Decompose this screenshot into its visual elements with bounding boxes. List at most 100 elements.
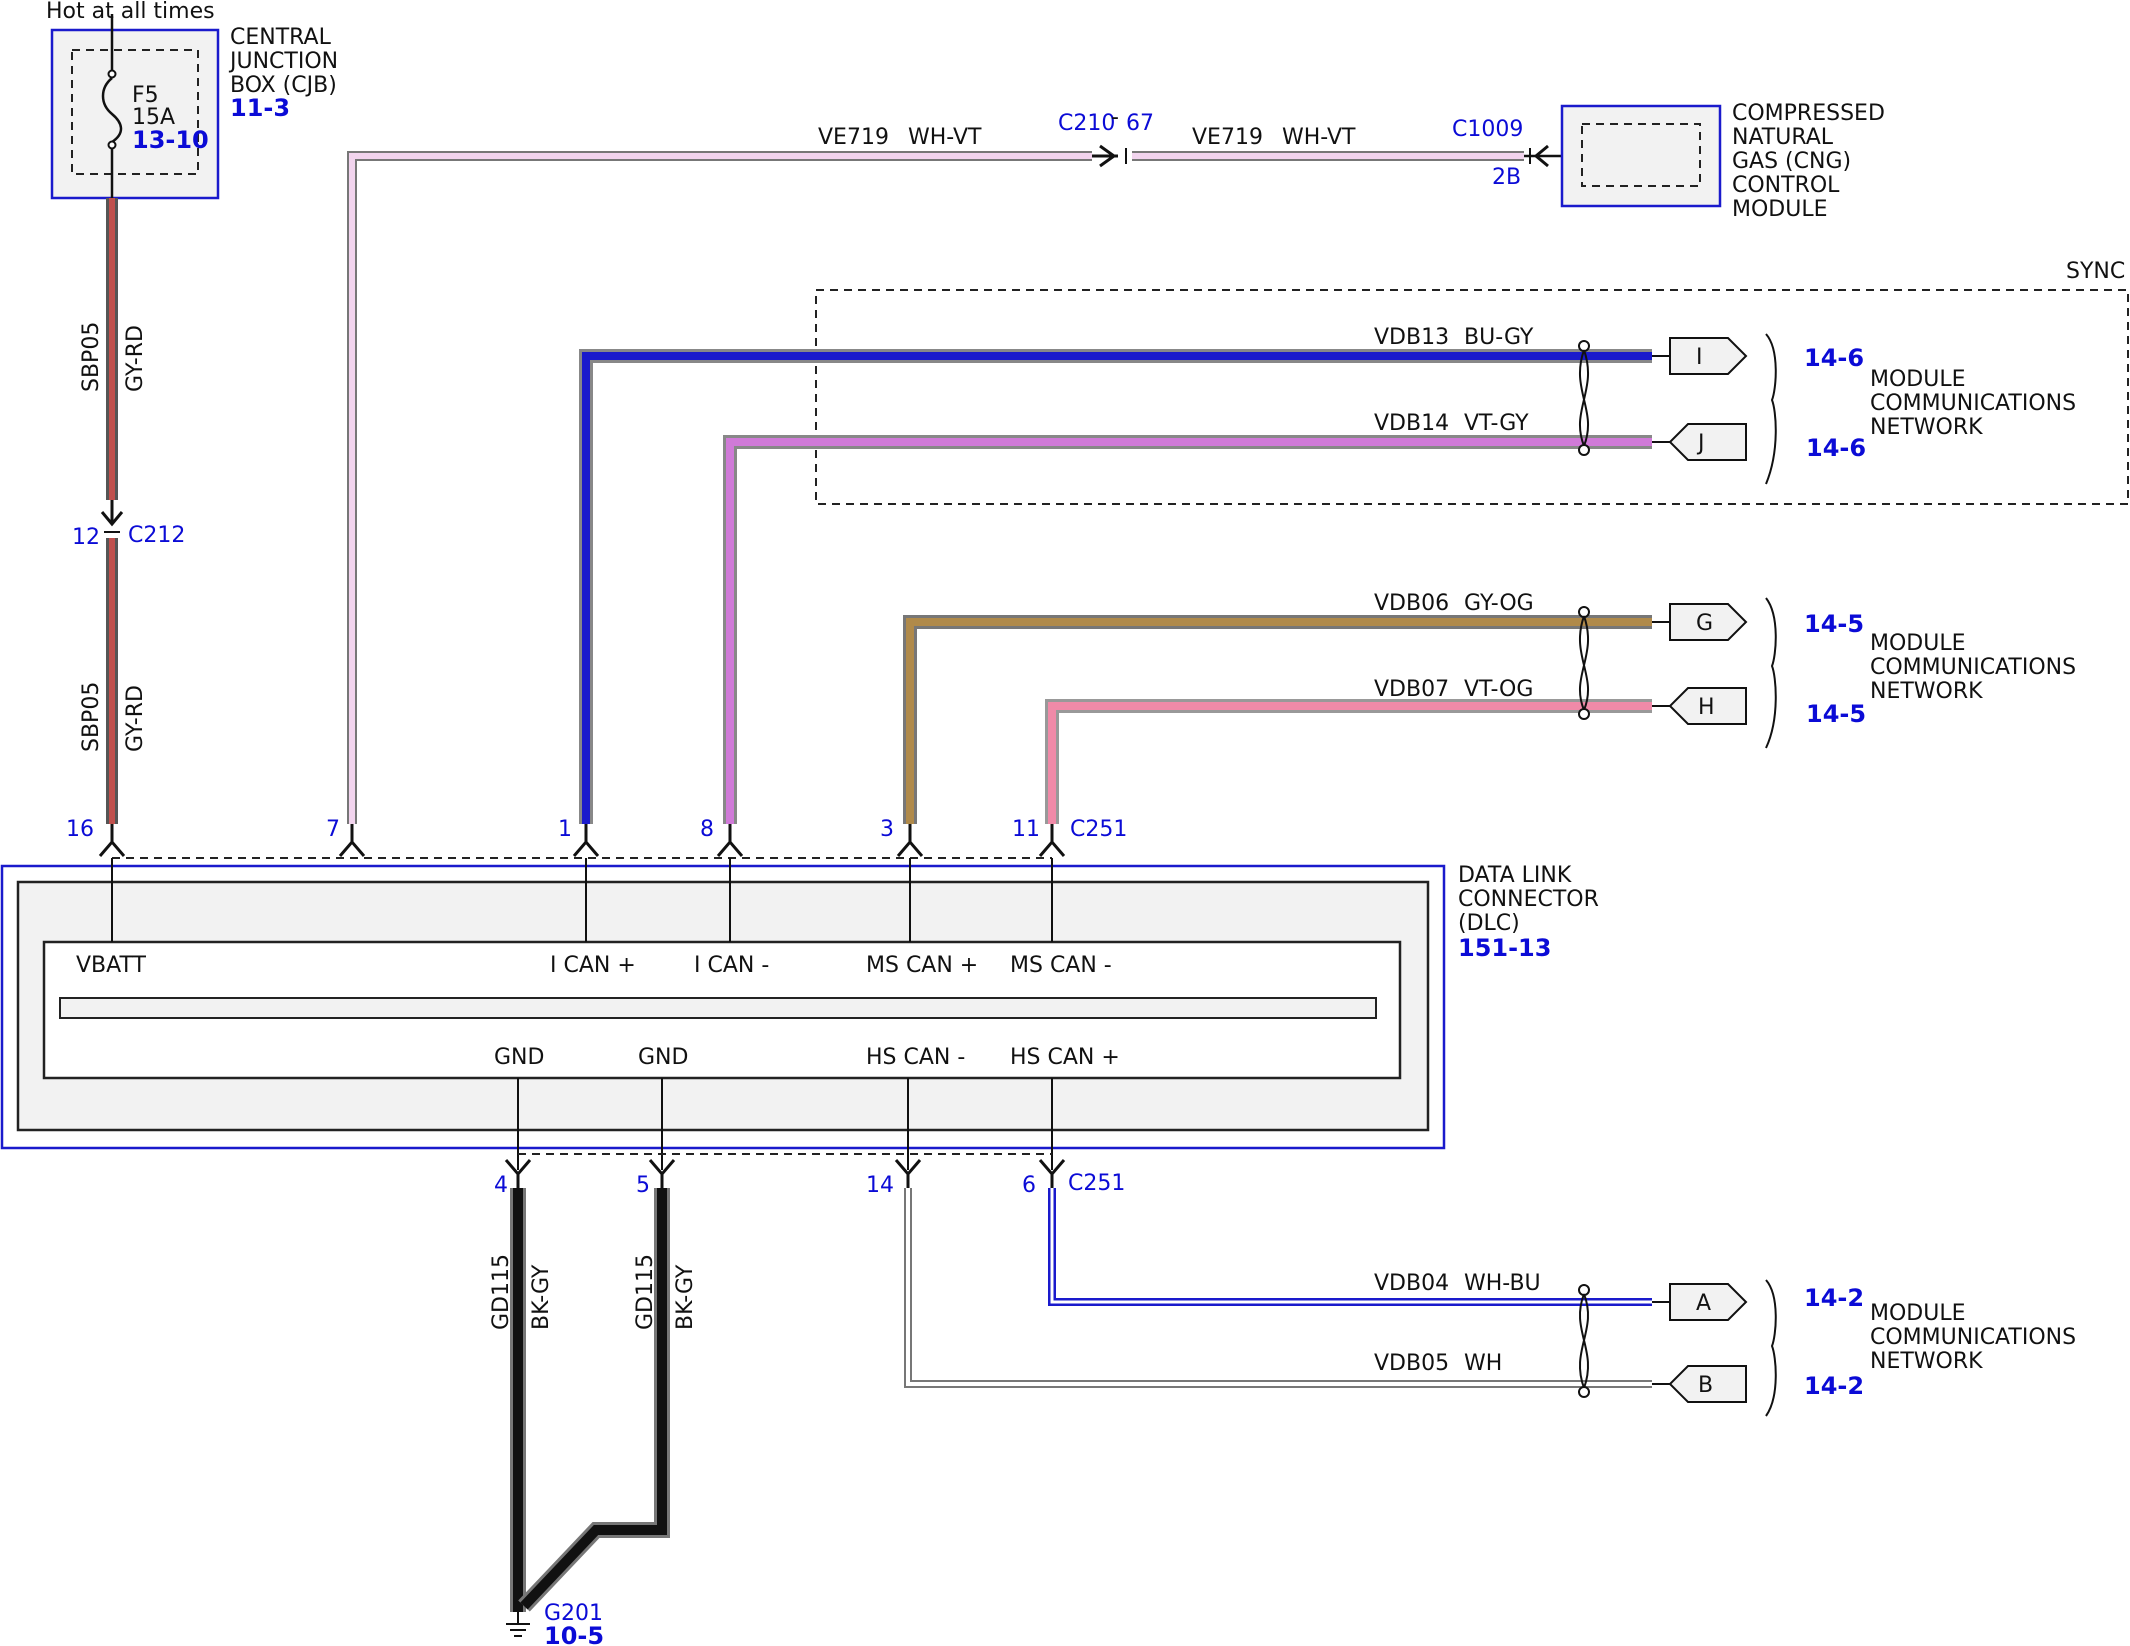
- ve719-color-left: WH-VT: [908, 125, 982, 150]
- sbp05-color-upper: GY-RD: [123, 325, 148, 392]
- fuse-id: F5: [132, 83, 159, 108]
- data-link-connector: [0, 864, 1446, 1150]
- network-label-1-line2: COMMUNICATIONS: [1870, 391, 2076, 416]
- network-label-3-line3: NETWORK: [1870, 1349, 1983, 1374]
- ve719-color-right: WH-VT: [1282, 125, 1356, 150]
- dlc-pin-7: 7: [326, 817, 340, 842]
- vdb06-color: GY-OG: [1464, 591, 1534, 616]
- cjb-label-line2: JUNCTION: [228, 49, 338, 74]
- ref-14-5-bottom[interactable]: 14-5: [1806, 700, 1866, 728]
- brace-14-5: [1765, 597, 1777, 749]
- dlc-pin-1: 1: [558, 817, 572, 842]
- wire-vdb14: [723, 435, 1652, 824]
- network-connector-h[interactable]: H: [1652, 687, 1747, 725]
- fuse-ref[interactable]: 13-10: [132, 126, 209, 154]
- vdb05-color: WH: [1464, 1351, 1502, 1376]
- conn-h-label: H: [1698, 695, 1715, 720]
- network-label-2-line1: MODULE: [1870, 631, 1966, 656]
- ground-symbol: [506, 1612, 530, 1637]
- cng-label-line5: MODULE: [1732, 197, 1828, 222]
- network-connector-a[interactable]: A: [1652, 1283, 1748, 1321]
- gd115-circuit-1: GD115: [489, 1254, 514, 1330]
- ref-14-2-top[interactable]: 14-2: [1804, 1284, 1864, 1312]
- dlc-vbatt-label: VBATT: [76, 953, 147, 978]
- conn-i-label: I: [1696, 345, 1703, 370]
- twisted-pair-symbol-vdb06-vdb07: [1578, 606, 1590, 720]
- ground-ref[interactable]: 10-5: [544, 1622, 604, 1646]
- wire-vdb05: [904, 1188, 1652, 1388]
- dlc-pin-3: 3: [880, 817, 894, 842]
- vdb06-circuit: VDB06: [1374, 591, 1449, 616]
- cng-label-line1: COMPRESSED: [1732, 101, 1885, 126]
- cjb-ref[interactable]: 11-3: [230, 94, 290, 122]
- brace-14-6: [1765, 333, 1777, 485]
- ve719-circuit-right: VE719: [1192, 125, 1263, 150]
- dlc-gnd-label-1: GND: [494, 1045, 544, 1070]
- cjb-label-line1: CENTRAL: [230, 25, 332, 50]
- dlc-ref[interactable]: 151-13: [1458, 934, 1551, 962]
- vdb04-color: WH-BU: [1464, 1271, 1541, 1296]
- vdb04-circuit: VDB04: [1374, 1271, 1449, 1296]
- wire-vdb13: [579, 349, 1652, 824]
- gd115-circuit-2: GD115: [633, 1254, 658, 1330]
- network-connector-i[interactable]: I: [1652, 337, 1748, 375]
- dlc-pin-14: 14: [866, 1173, 894, 1198]
- c251-name-bottom: C251: [1068, 1171, 1125, 1196]
- wire-ve719: [347, 151, 1524, 824]
- network-connector-b[interactable]: B: [1652, 1365, 1747, 1403]
- c212-name: C212: [128, 523, 185, 548]
- dlc-gnd-label-2: GND: [638, 1045, 688, 1070]
- c210-pin: 67: [1126, 111, 1154, 136]
- c1009-name: C1009: [1452, 117, 1523, 142]
- c251-bottom-pin-symbols: [504, 1159, 1066, 1188]
- sync-module-boundary: [815, 289, 2129, 505]
- sync-label: SYNC: [2066, 259, 2125, 284]
- vdb07-circuit: VDB07: [1374, 677, 1449, 702]
- network-label-3-line1: MODULE: [1870, 1301, 1966, 1326]
- dlc-label-line2: CONNECTOR: [1458, 887, 1599, 912]
- network-connector-g[interactable]: G: [1652, 603, 1748, 641]
- vdb13-circuit: VDB13: [1374, 325, 1449, 350]
- vdb13-color: BU-GY: [1464, 325, 1534, 350]
- c210-dash: -: [1111, 105, 1119, 130]
- dlc-pin-6: 6: [1022, 1173, 1036, 1198]
- c251-top-pin-symbols: [98, 824, 1066, 857]
- cng-label-line2: NATURAL: [1732, 125, 1834, 150]
- gd115-color-2: BK-GY: [673, 1264, 698, 1330]
- ref-14-6-bottom[interactable]: 14-6: [1806, 434, 1866, 462]
- cng-label-line3: GAS (CNG): [1732, 149, 1851, 174]
- fuse-rating: 15A: [132, 105, 175, 130]
- twisted-pair-symbol-vdb13-vdb14: [1578, 340, 1590, 456]
- ref-14-2-bottom[interactable]: 14-2: [1804, 1372, 1864, 1400]
- c210-connector-symbol: [1092, 144, 1127, 168]
- dlc-hscan-minus-label: HS CAN -: [866, 1045, 965, 1070]
- dlc-label-line3: (DLC): [1458, 911, 1520, 936]
- conn-g-label: G: [1696, 611, 1713, 636]
- c210-name: C210: [1058, 111, 1115, 136]
- c1009-pin: 2B: [1492, 165, 1521, 190]
- brace-14-2: [1765, 1279, 1777, 1417]
- vdb14-color: VT-GY: [1464, 411, 1529, 436]
- sbp05-color-lower: GY-RD: [123, 685, 148, 752]
- dlc-pin-5: 5: [636, 1173, 650, 1198]
- vdb14-circuit: VDB14: [1374, 411, 1449, 436]
- dlc-mscan-plus-label: MS CAN +: [866, 953, 978, 978]
- dlc-label-line1: DATA LINK: [1458, 863, 1572, 888]
- network-connector-j[interactable]: J: [1652, 423, 1747, 461]
- dlc-pin-16: 16: [66, 817, 94, 842]
- wire-vdb07: [1045, 699, 1652, 824]
- twisted-pair-symbol-vdb04-vdb05: [1578, 1284, 1590, 1398]
- ref-14-6-top[interactable]: 14-6: [1804, 344, 1864, 372]
- ref-14-5-top[interactable]: 14-5: [1804, 610, 1864, 638]
- central-junction-box: [50, 14, 220, 200]
- conn-b-label: B: [1698, 1373, 1713, 1398]
- dlc-mscan-minus-label: MS CAN -: [1010, 953, 1112, 978]
- gd115-color-1: BK-GY: [529, 1264, 554, 1330]
- c212-pin: 12: [72, 525, 100, 550]
- ground-name: G201: [544, 1601, 603, 1626]
- dlc-hscan-plus-label: HS CAN +: [1010, 1045, 1120, 1070]
- network-label-3-line2: COMMUNICATIONS: [1870, 1325, 2076, 1350]
- conn-a-label: A: [1696, 1291, 1711, 1316]
- c251-name-top: C251: [1070, 817, 1127, 842]
